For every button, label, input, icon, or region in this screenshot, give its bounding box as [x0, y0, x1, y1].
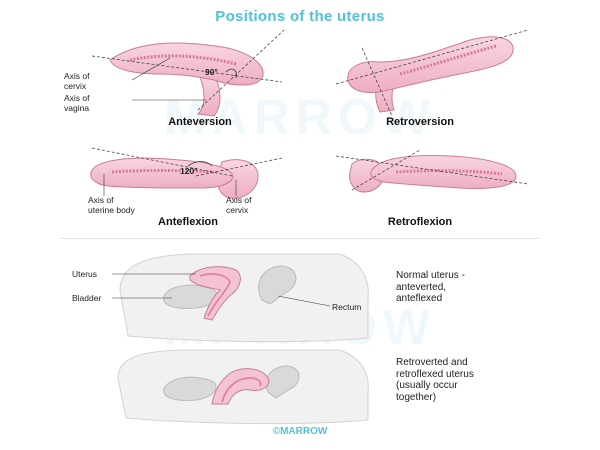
retroflexion-cavity	[395, 169, 503, 176]
label-axis-of-vagina: Axis of vagina	[64, 93, 90, 113]
anteversion-diagram	[91, 29, 285, 117]
caption-retroversion: Retroversion	[386, 116, 454, 128]
retroversion-axis-2	[361, 47, 393, 117]
rectum-1	[258, 265, 297, 305]
caption-anteversion: Anteversion	[168, 116, 232, 128]
label-angle-90: 90°	[205, 67, 218, 77]
anteflexion-axis-body-line	[91, 147, 233, 177]
retroversion-diagram	[335, 29, 529, 117]
anteflexion-diagram	[90, 147, 283, 199]
label-uterus: Uterus	[72, 269, 98, 279]
page-title: Positions of the uterus	[215, 8, 385, 25]
label-axis-of-cervix-2: Axis of cervix	[226, 195, 252, 215]
description-retro-uterus: Retroverted and retroflexed uterus (usua…	[396, 357, 474, 403]
uterus-sagittal-2	[211, 368, 270, 405]
uterus-cavity-1	[199, 273, 231, 317]
anteversion-leader-cervix	[131, 57, 171, 81]
label-angle-120: 120°	[180, 166, 198, 176]
label-axis-of-cervix: Axis of cervix	[64, 71, 90, 91]
bladder-2	[162, 376, 217, 401]
section-divider	[60, 238, 540, 239]
anteversion-axis-vagina-line	[197, 29, 285, 111]
label-bladder: Bladder	[72, 293, 102, 303]
retroflexion-axis-2	[351, 149, 421, 191]
anteversion-angle-arc	[225, 68, 237, 79]
caption-retroflexion: Retroflexion	[387, 216, 453, 228]
anteflexion-angle-arc	[187, 161, 213, 167]
pelvis-outline-1	[119, 253, 369, 343]
caption-anteflexion: Anteflexion	[158, 216, 218, 228]
label-axis-of-uterine-body: Axis of uterine body	[88, 195, 135, 215]
anteversion-uterus	[109, 42, 264, 86]
uterus-cavity-2	[221, 377, 262, 403]
anteversion-cavity	[129, 54, 237, 66]
anteflexion-uterus	[90, 157, 234, 189]
retroversion-cavity	[399, 44, 497, 76]
sagittal-normal	[112, 253, 369, 343]
anteversion-axis-cervix-line	[91, 55, 283, 83]
footer-copyright: ©MARROW	[272, 426, 328, 437]
retroflexion-diagram	[335, 149, 529, 193]
leader-rectum-1	[277, 295, 331, 307]
description-normal-uterus: Normal uterus - anteverted, anteflexed	[396, 270, 465, 304]
label-rectum: Rectum	[332, 302, 362, 312]
retroversion-axis-1	[335, 29, 529, 85]
rectum-2	[265, 365, 300, 399]
retroflexion-axis-1	[335, 155, 529, 185]
sagittal-retro	[117, 349, 369, 425]
